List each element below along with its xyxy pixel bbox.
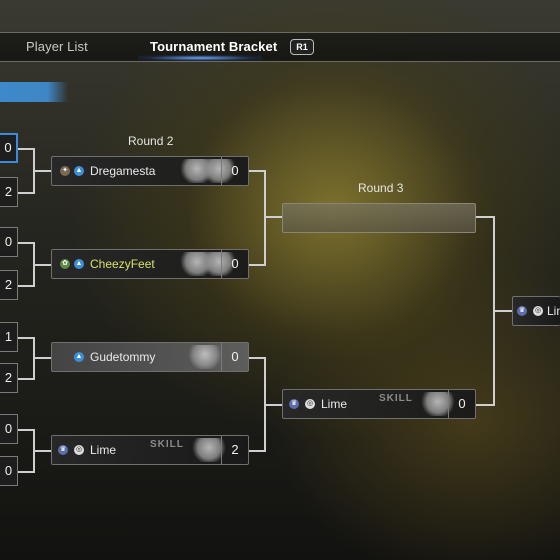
club-emblem-icon: ✿ [60,259,70,269]
character-avatar [202,252,236,276]
connector [33,357,51,359]
player-name: Lin [547,304,560,318]
connector [18,285,34,287]
match-score: 2 [221,436,248,464]
round3-slot-lime[interactable]: ♛ ◎ Lime SKILL 0 [282,389,476,419]
steam-icon: ◎ [305,399,315,409]
round2-label: Round 2 [128,134,174,148]
connector [476,216,494,218]
tab-player-list[interactable]: Player List [26,39,88,54]
round2-slot-cheezyfeet[interactable]: ✿ ▲ CheezyFeet 0 [51,249,249,279]
connector [18,471,34,473]
round1-slot-3-score[interactable]: 0 [0,227,18,257]
connector [476,404,494,406]
character-avatar [188,345,222,369]
round1-slot-4-score[interactable]: 2 [0,270,18,300]
round1-slot-6-score[interactable]: 2 [0,363,18,393]
skill-badge: SKILL [150,439,184,450]
connector [264,170,266,266]
connector [264,404,282,406]
round4-slot-lime[interactable]: ♛ ◎ Lin [512,296,560,326]
steam-icon: ◎ [533,306,543,316]
connector [33,264,51,266]
steam-icon: ◎ [74,445,84,455]
match-score: 0 [448,390,475,418]
club-emblem-icon: ✦ [60,166,70,176]
match-score: 0 [221,250,248,278]
connector [33,450,51,452]
playstation-icon: ▲ [74,259,84,269]
tab-tournament-bracket[interactable]: Tournament Bracket [150,39,278,54]
connector [18,378,34,380]
round1-slot-1-score[interactable]: 0 [0,133,18,163]
skill-badge: SKILL [379,393,413,404]
round1-slot-2-score[interactable]: 2 [0,177,18,207]
active-tab-indicator [138,55,262,61]
round1-slot-5-score[interactable]: 1 [0,322,18,352]
connector [18,429,34,431]
connector [33,170,51,172]
club-emblem-icon: ♛ [517,306,527,316]
connector [493,310,512,312]
round2-slot-gudetommy[interactable]: ▲ Gudetommy 0 [51,342,249,372]
round3-label: Round 3 [358,181,404,195]
character-avatar [202,159,236,183]
club-emblem-icon: ♛ [58,445,68,455]
connector [18,337,34,339]
player-name: CheezyFeet [90,257,155,271]
club-emblem-icon: ♛ [289,399,299,409]
round1-slot-8-score[interactable]: 0 [0,456,18,486]
player-name: Lime [321,397,348,411]
connector [249,450,265,452]
r1-button-icon[interactable]: R1 [290,39,314,55]
playstation-icon: ▲ [74,352,84,362]
top-tab-bar: Player List Tournament Bracket R1 [0,32,560,62]
connector [18,242,34,244]
player-name: Lime [90,443,117,457]
connector [249,264,265,266]
round1-slot-7-score[interactable]: 0 [0,414,18,444]
match-score: 0 [221,157,248,185]
player-name: Gudetommy [90,350,156,364]
round1-header-strip [0,82,68,102]
connector [264,216,282,218]
connector [249,357,265,359]
round2-slot-lime[interactable]: ♛ ◎ Lime SKILL 2 [51,435,249,465]
connector [18,192,34,194]
round3-slot-empty[interactable] [282,203,476,233]
character-avatar [421,392,455,416]
playstation-icon: ▲ [74,166,84,176]
player-name: Dregamesta [90,164,156,178]
connector [18,148,34,150]
character-avatar [192,438,226,462]
match-score: 0 [221,343,248,371]
connector [249,170,265,172]
round2-slot-dregamesta[interactable]: ✦ ▲ Dregamesta 0 [51,156,249,186]
